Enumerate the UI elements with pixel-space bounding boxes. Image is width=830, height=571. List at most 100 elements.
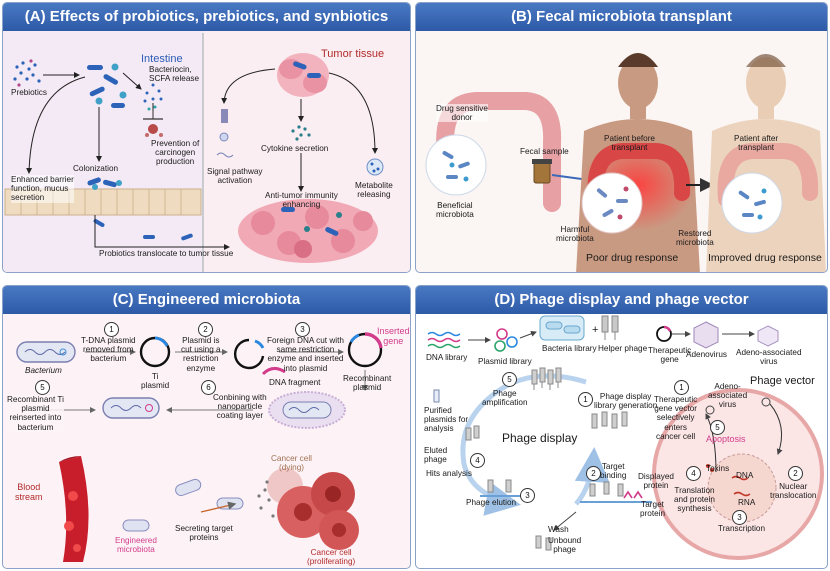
therapeutic-gene-label: Therapeutic gene: [648, 346, 692, 365]
fecal-sample-label: Fecal sample: [520, 147, 569, 156]
tumor-tissue-label: Tumor tissue: [321, 48, 385, 60]
v-step-1-badge: 1: [674, 380, 689, 395]
panel-d: (D) Phage display and phage vector: [415, 285, 828, 569]
coated-bacterium-icon: [268, 391, 346, 429]
c-step-6-label: Conbining with nanoparticle coating laye…: [213, 393, 267, 421]
dna-label: DNA: [736, 471, 754, 480]
toxins-label: Toxins: [706, 464, 730, 473]
metabolite-label: Metabolite releasing: [355, 181, 393, 200]
phage-amplification-label: Phage amplification: [482, 389, 528, 408]
plus-label: +: [592, 324, 599, 336]
panel-b-illustration: [425, 53, 826, 272]
prebiotics-icon: [13, 59, 41, 87]
c-step-5-badge: 5: [35, 380, 50, 395]
bacterium-icon: [16, 341, 76, 363]
harmful-microbiota-circle: [581, 172, 643, 234]
nuclear-label: Nuclear translocation: [770, 482, 817, 501]
plasmid-library-icon: [494, 328, 518, 352]
blood-stream-label: Blood stream: [15, 482, 43, 503]
donor-label: Drug sensitive donor: [436, 104, 488, 123]
d-step-5-badge: 5: [502, 372, 517, 387]
bacteria-library-icon: [539, 315, 585, 341]
aav-icon: [757, 325, 779, 347]
patient-before-label: Patient before transplant: [604, 134, 655, 153]
panel-c-illustration: [16, 332, 383, 562]
dna-library-icon: [427, 331, 461, 349]
rna-label: RNA: [738, 498, 756, 507]
probiotic-bacteria-icon: [87, 63, 127, 108]
recombinant-label: Recombinant plasmid: [343, 374, 392, 393]
metabolite-icon: [366, 158, 384, 176]
c-step-2-label: Plasmid is cut using a restriction enzym…: [181, 336, 221, 373]
intestine-label: Intestine: [141, 53, 183, 65]
restored-microbiota-circle: [721, 172, 783, 234]
panel-b-title: (B) Fecal microbiota transplant: [416, 3, 827, 31]
phage-library-gen-label: Phage display library generation: [594, 392, 658, 411]
enhanced-barrier-label: Enhanced barrier function, mucus secreti…: [11, 175, 74, 203]
bacteriocin-label: Bacteriocin, SCFA release: [149, 65, 200, 84]
v-step-4-badge: 4: [686, 466, 701, 481]
adeno-assoc-label: Adeno- associated virus: [708, 382, 748, 410]
panel-b: (B) Fecal microbiota transplant: [415, 2, 828, 273]
c-step-2-badge: 2: [198, 322, 213, 337]
translocating-bacteria-icon: [93, 219, 193, 241]
bacteria-library-label: Bacteria library: [542, 344, 597, 353]
c-step-3-badge: 3: [295, 322, 310, 337]
patient-after-figure: [706, 54, 826, 272]
target-binding-label: Target binding: [600, 462, 627, 481]
purified-label: Purified plasmids for analysis: [424, 406, 469, 434]
v-step-5-badge: 5: [710, 420, 725, 435]
bacterium-label: Bacterium: [25, 366, 62, 375]
cancer-prolif-label: Cancer cell (proliferating): [307, 548, 356, 567]
unbound-phage-icon: [535, 535, 552, 551]
phage-display-label: Phage display: [502, 431, 578, 445]
transcription-label: Transcription: [718, 524, 766, 533]
panel-d-illustration: [427, 315, 824, 560]
prevention-label: Prevention of carcinogen production: [151, 139, 200, 167]
c-step-5-label: Recombinant Ti plasmid reinserted into b…: [7, 395, 64, 432]
inserted-gene-label: Inserted gene: [377, 326, 410, 347]
improved-response-label: Improved drug response: [708, 252, 822, 264]
cancer-cells-icon: [257, 468, 359, 550]
cancer-cell-icon: [652, 388, 824, 560]
cut-plasmid-icon: [233, 338, 265, 370]
poor-response-label: Poor drug response: [586, 252, 679, 264]
harmful-label: Harmful microbiota: [556, 225, 594, 244]
patient-after-label: Patient after transplant: [734, 134, 779, 153]
cancer-dying-label: Cancer cell (dying): [271, 454, 312, 473]
fecal-sample-icon: [532, 159, 552, 184]
c-step-1-badge: 1: [104, 322, 119, 337]
panel-a-title: (A) Effects of probiotics, prebiotics, a…: [3, 3, 410, 31]
dna-fragment-icon: [261, 367, 286, 376]
tumor-mass-icon: [238, 199, 378, 263]
translation-label: Translation and protein synthesis: [674, 486, 715, 514]
helper-phage-label: Helper phage: [598, 344, 648, 353]
prebiotics-label: Prebiotics: [11, 88, 47, 97]
c-step-6-badge: 6: [201, 380, 216, 395]
carcinogen-icon: [143, 111, 163, 137]
hits-label: Hits analysis: [426, 469, 472, 478]
target-protein-label: Target protein: [640, 500, 666, 519]
panel-a: (A) Effects of probiotics, prebiotics, a…: [2, 2, 411, 273]
v-step-3-badge: 3: [732, 510, 747, 525]
cytokine-icon: [291, 125, 311, 141]
panel-d-title: (D) Phage display and phage vector: [416, 286, 827, 314]
helper-phage-icon: [601, 315, 619, 340]
v-step-1-label: Therapeutic gene vector selectively ente…: [654, 395, 698, 441]
bacteriocin-icon: [143, 83, 163, 111]
anti-tumor-label: Anti-tumor immunity enhancing: [265, 191, 338, 210]
colonization-label: Colonization: [73, 164, 119, 173]
phage-amplification-icon: [531, 367, 562, 390]
target-binding-plate-icon: [580, 481, 652, 503]
blood-vessel-icon: [59, 456, 89, 562]
dna-fragment-label: DNA fragment: [269, 378, 321, 387]
panel-c: (C) Engineered microbiota: [2, 285, 411, 569]
cytokine-label: Cytokine secretion: [261, 144, 329, 153]
d-step-1-badge: 1: [578, 392, 593, 407]
restored-label: Restored microbiota: [676, 229, 714, 248]
adenovirus-icon: [693, 321, 719, 349]
plasmid-library-label: Plasmid library: [478, 357, 532, 366]
secreting-label: Secreting target proteins: [175, 524, 233, 543]
ti-plasmid-label: Ti plasmid: [141, 372, 170, 391]
translocate-label: Probiotics translocate to tumor tissue: [99, 249, 234, 258]
